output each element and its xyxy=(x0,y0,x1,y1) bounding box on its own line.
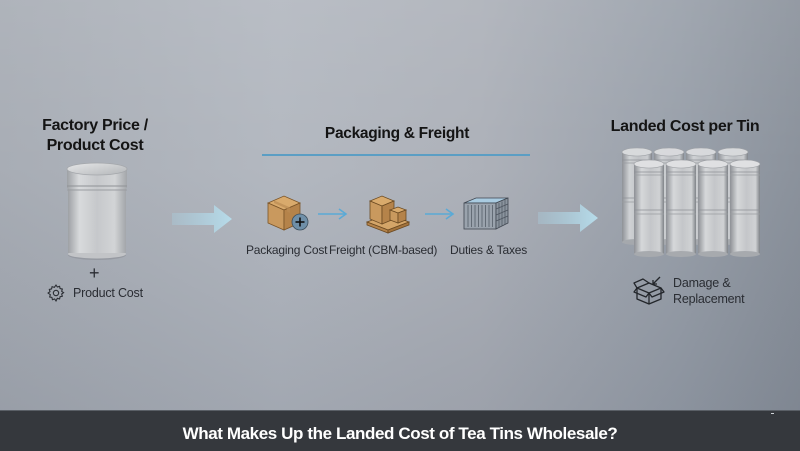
grouped-tins-image xyxy=(618,146,766,263)
caption-marker xyxy=(771,413,774,414)
duties-taxes-label: Duties & Taxes xyxy=(450,243,528,257)
packaging-cost-label: Packaging Cost xyxy=(246,243,328,257)
single-tin-image xyxy=(64,161,130,266)
timeline-line xyxy=(262,154,530,156)
damaged-box-icon xyxy=(633,275,665,307)
damage-replacement-item: Damage & Replacement xyxy=(633,275,745,307)
damage-label-line-1: Damage & xyxy=(673,276,731,290)
factory-price-heading: Factory Price / Product Cost xyxy=(20,116,170,156)
cardboard-box-plus-icon xyxy=(264,193,310,238)
heading-line-2: Product Cost xyxy=(46,137,144,154)
heading-line-1: Factory Price / xyxy=(42,117,148,134)
pallet-boxes-icon xyxy=(364,192,412,239)
packaging-freight-heading: Packaging & Freight xyxy=(324,125,470,142)
step-arrow-1 xyxy=(318,208,348,220)
gear-icon xyxy=(46,283,66,303)
shipping-container-icon xyxy=(462,195,512,236)
freight-label: Freight (CBM-based) xyxy=(329,243,438,257)
product-cost-label: Product Cost xyxy=(73,285,143,300)
caption-bar: What Makes Up the Landed Cost of Tea Tin… xyxy=(0,410,800,451)
damage-replacement-label: Damage & Replacement xyxy=(673,275,745,307)
caption-text: What Makes Up the Landed Cost of Tea Tin… xyxy=(182,424,618,443)
product-cost-item: Product Cost xyxy=(46,283,143,303)
step-arrow-2 xyxy=(425,208,455,220)
landed-cost-heading: Landed Cost per Tin xyxy=(610,118,760,135)
damage-label-line-2: Replacement xyxy=(673,292,745,306)
plus-symbol: + xyxy=(89,263,100,283)
flow-arrow-2 xyxy=(538,204,598,232)
flow-arrow-1 xyxy=(172,205,232,233)
